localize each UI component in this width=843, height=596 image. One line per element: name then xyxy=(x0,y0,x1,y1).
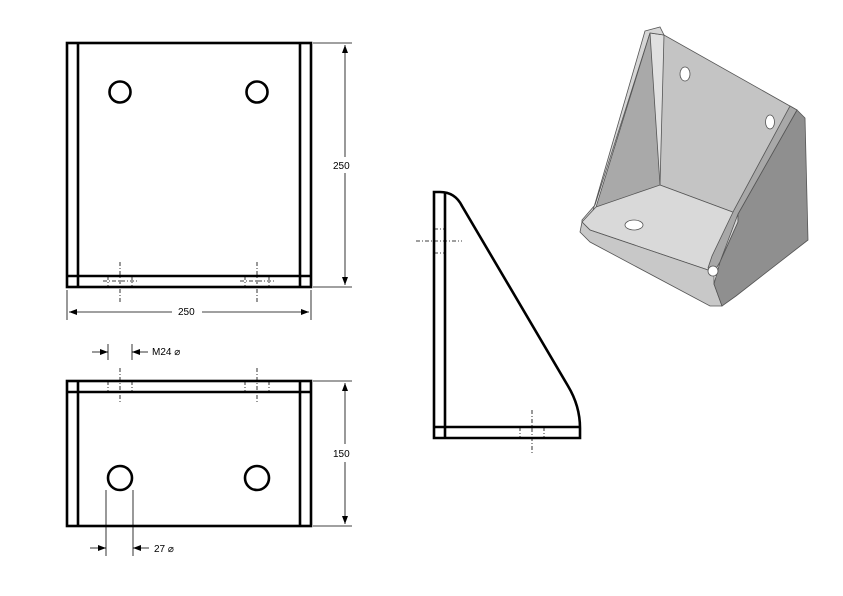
plan-view xyxy=(65,368,313,528)
plan-hole-right xyxy=(243,464,271,492)
iso-hole-base-right xyxy=(707,265,719,277)
iso-hole-back-upper xyxy=(679,66,691,82)
front-hole-left xyxy=(108,80,132,104)
dimension-front-height: 250 xyxy=(313,42,352,288)
iso-hole-back-right xyxy=(765,114,775,130)
iso-hole-base-left xyxy=(624,219,644,231)
dimension-thread: M24 ⌀ xyxy=(92,344,180,360)
dim-plan-depth-label: 150 xyxy=(333,449,350,460)
dim-front-width-label: 250 xyxy=(178,307,195,318)
front-view xyxy=(65,41,313,302)
isometric-view xyxy=(579,26,809,307)
dimension-front-width: 250 xyxy=(66,290,312,320)
dimension-plan-depth: 150 xyxy=(313,380,352,527)
side-view xyxy=(416,190,582,455)
dimension-hole: 27 ⌀ xyxy=(90,490,174,556)
plan-hole-left xyxy=(106,464,134,492)
dim-thread-label: M24 ⌀ xyxy=(152,347,180,358)
iso-right-gusset xyxy=(713,109,809,307)
dim-front-height-label: 250 xyxy=(333,161,350,172)
dim-hole-label: 27 ⌀ xyxy=(154,544,174,555)
front-hole-right xyxy=(245,80,269,104)
